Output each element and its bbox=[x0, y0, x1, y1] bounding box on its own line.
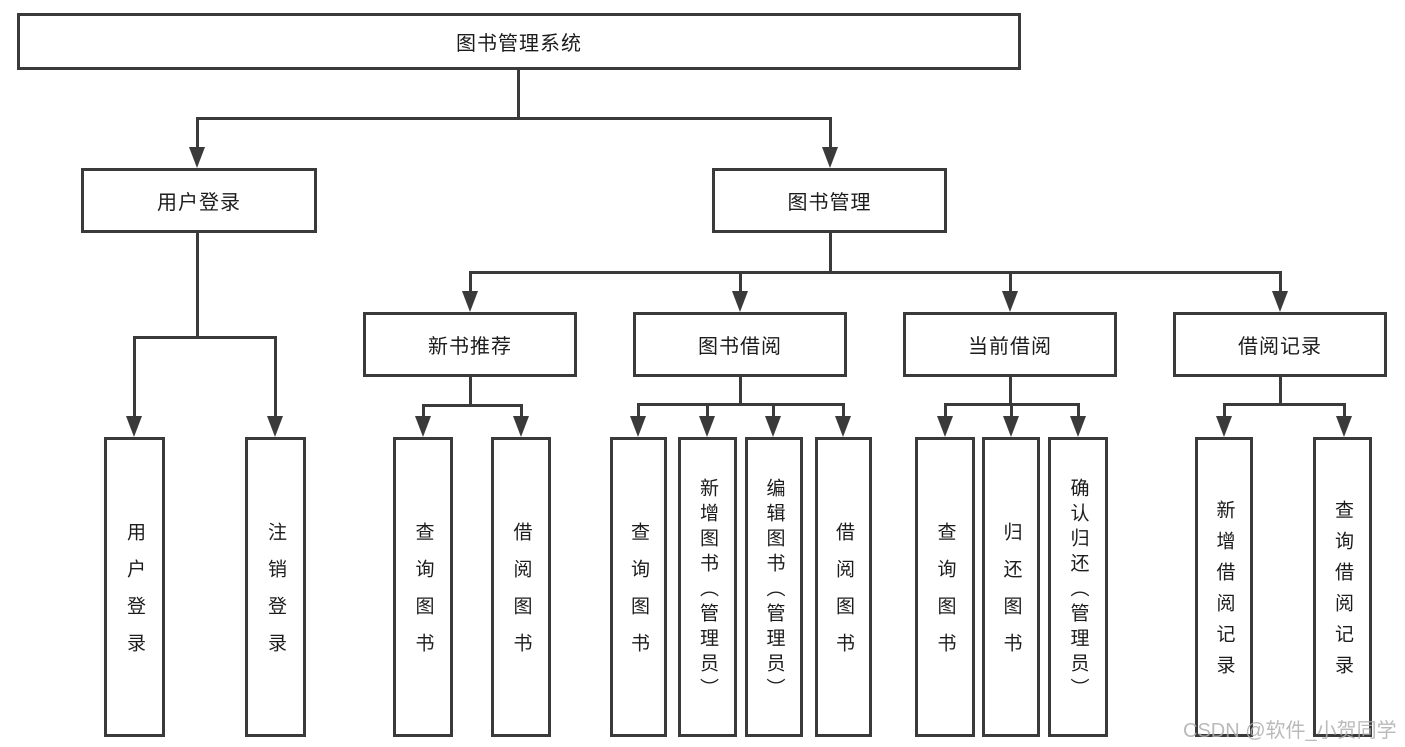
connector-arrow-login-line bbox=[133, 336, 136, 417]
arrowhead-newbooks bbox=[462, 291, 478, 312]
arrowhead-nb2 bbox=[513, 416, 529, 437]
connector-bookmgmt-stem bbox=[829, 233, 832, 273]
connector-arrow-bb3-line bbox=[772, 403, 775, 417]
connector-userlogin-rail bbox=[133, 336, 277, 339]
node-book-borrow: 图书借阅 bbox=[633, 312, 847, 377]
node-book-borrow-label: 图书借阅 bbox=[698, 336, 782, 358]
node-leaf-borrow-books-bb-label: 借阅图书 bbox=[833, 522, 854, 670]
node-user-login: 用户登录 bbox=[81, 168, 317, 233]
connector-arrow-book-mgmt-line bbox=[829, 117, 832, 148]
connector-root-stem bbox=[517, 69, 520, 119]
node-leaf-add-borrow-record-label: 新增借阅记录 bbox=[1213, 500, 1235, 686]
connector-newbooks-rail bbox=[422, 404, 522, 407]
node-new-books: 新书推荐 bbox=[363, 312, 577, 377]
node-leaf-query-books-bb: 查询图书 bbox=[610, 437, 667, 737]
arrowhead-br1 bbox=[1216, 416, 1232, 437]
arrowhead-bb4 bbox=[835, 416, 851, 437]
node-leaf-user-login: 用户登录 bbox=[104, 437, 165, 737]
node-leaf-query-books-cb: 查询图书 bbox=[915, 437, 975, 737]
connector-borrowrecords-rail bbox=[1223, 403, 1346, 406]
connector-root-rail bbox=[196, 117, 832, 120]
node-leaf-borrow-books-nb: 借阅图书 bbox=[491, 437, 551, 737]
connector-arrow-cb1-line bbox=[944, 403, 947, 417]
connector-bookborrow-stem bbox=[739, 377, 742, 405]
connector-arrow-currentborrow-line bbox=[1009, 271, 1012, 293]
node-leaf-query-borrow-record: 查询借阅记录 bbox=[1313, 437, 1372, 737]
node-leaf-edit-books-admin-label: 编辑图书（管理员） bbox=[763, 477, 785, 703]
arrowhead-currentborrow bbox=[1002, 291, 1018, 312]
connector-arrow-borrowrecords-line bbox=[1279, 271, 1282, 293]
node-leaf-add-books-admin-label: 新增图书（管理员） bbox=[697, 477, 718, 703]
connector-borrowrecords-stem bbox=[1279, 377, 1282, 405]
node-book-mgmt-label: 图书管理 bbox=[787, 192, 872, 214]
connector-newbooks-stem bbox=[469, 377, 472, 406]
connector-arrow-newbooks-line bbox=[469, 271, 472, 293]
node-leaf-add-borrow-record: 新增借阅记录 bbox=[1195, 437, 1253, 737]
arrowhead-borrowrecords bbox=[1272, 291, 1288, 312]
arrowhead-book-mgmt bbox=[822, 147, 838, 168]
node-leaf-query-books-bb-label: 查询图书 bbox=[628, 522, 649, 670]
node-root-system: 图书管理系统 bbox=[17, 13, 1021, 70]
node-leaf-borrow-books-bb: 借阅图书 bbox=[815, 437, 872, 737]
node-root-label: 图书管理系统 bbox=[456, 33, 582, 55]
connector-arrow-cb2-line bbox=[1010, 403, 1013, 417]
node-borrow-records: 借阅记录 bbox=[1173, 312, 1387, 377]
arrowhead-bookborrow bbox=[732, 291, 748, 312]
node-leaf-confirm-return-admin-label: 确认归还（管理员） bbox=[1067, 477, 1089, 703]
node-leaf-user-login-label: 用户登录 bbox=[124, 522, 145, 670]
node-leaf-logout: 注销登录 bbox=[245, 437, 306, 737]
node-leaf-confirm-return-admin: 确认归还（管理员） bbox=[1048, 437, 1108, 737]
node-leaf-logout-label: 注销登录 bbox=[265, 522, 286, 670]
arrowhead-br2 bbox=[1336, 416, 1352, 437]
connector-arrow-bookborrow-line bbox=[739, 271, 742, 293]
arrowhead-bb1 bbox=[630, 416, 646, 437]
arrowhead-logout bbox=[267, 416, 283, 437]
connector-arrow-br1-line bbox=[1223, 403, 1226, 417]
node-leaf-edit-books-admin: 编辑图书（管理员） bbox=[745, 437, 803, 737]
connector-arrow-cb3-line bbox=[1077, 403, 1080, 417]
connector-arrow-logout-line bbox=[274, 336, 277, 417]
node-current-borrow-label: 当前借阅 bbox=[968, 336, 1052, 358]
arrowhead-nb1 bbox=[415, 416, 431, 437]
arrowhead-bb2 bbox=[699, 416, 715, 437]
connector-userlogin-stem bbox=[196, 233, 199, 338]
connector-bookborrow-rail bbox=[637, 403, 845, 406]
node-leaf-query-books-nb: 查询图书 bbox=[393, 437, 453, 737]
connector-arrow-bb1-line bbox=[637, 403, 640, 417]
connector-bookmgmt-rail bbox=[469, 271, 1282, 274]
node-user-login-label: 用户登录 bbox=[157, 192, 241, 214]
arrowhead-login bbox=[126, 416, 142, 437]
node-leaf-return-books-label: 归还图书 bbox=[1000, 522, 1022, 670]
node-leaf-query-books-nb-label: 查询图书 bbox=[412, 522, 434, 670]
arrowhead-cb1 bbox=[937, 416, 953, 437]
connector-arrow-nb2-line bbox=[520, 404, 523, 417]
node-new-books-label: 新书推荐 bbox=[428, 336, 512, 358]
node-borrow-records-label: 借阅记录 bbox=[1238, 336, 1322, 358]
connector-arrow-bb4-line bbox=[842, 403, 845, 417]
connector-arrow-br2-line bbox=[1343, 403, 1346, 417]
node-leaf-query-borrow-record-label: 查询借阅记录 bbox=[1332, 500, 1353, 686]
node-leaf-borrow-books-nb-label: 借阅图书 bbox=[510, 522, 532, 670]
node-current-borrow: 当前借阅 bbox=[903, 312, 1117, 377]
csdn-watermark: CSDN @软件_小贺同学 bbox=[1183, 720, 1397, 742]
connector-arrow-bb2-line bbox=[706, 403, 709, 417]
node-book-mgmt: 图书管理 bbox=[712, 168, 947, 233]
arrowhead-cb2 bbox=[1003, 416, 1019, 437]
arrowhead-user-login bbox=[189, 147, 205, 168]
connector-arrow-nb1-line bbox=[422, 404, 425, 417]
connector-currentborrow-stem bbox=[1009, 377, 1012, 405]
node-leaf-query-books-cb-label: 查询图书 bbox=[934, 522, 956, 670]
node-leaf-return-books: 归还图书 bbox=[982, 437, 1040, 737]
arrowhead-bb3 bbox=[765, 416, 781, 437]
node-leaf-add-books-admin: 新增图书（管理员） bbox=[678, 437, 737, 737]
arrowhead-cb3 bbox=[1070, 416, 1086, 437]
connector-arrow-user-login-line bbox=[196, 117, 199, 148]
